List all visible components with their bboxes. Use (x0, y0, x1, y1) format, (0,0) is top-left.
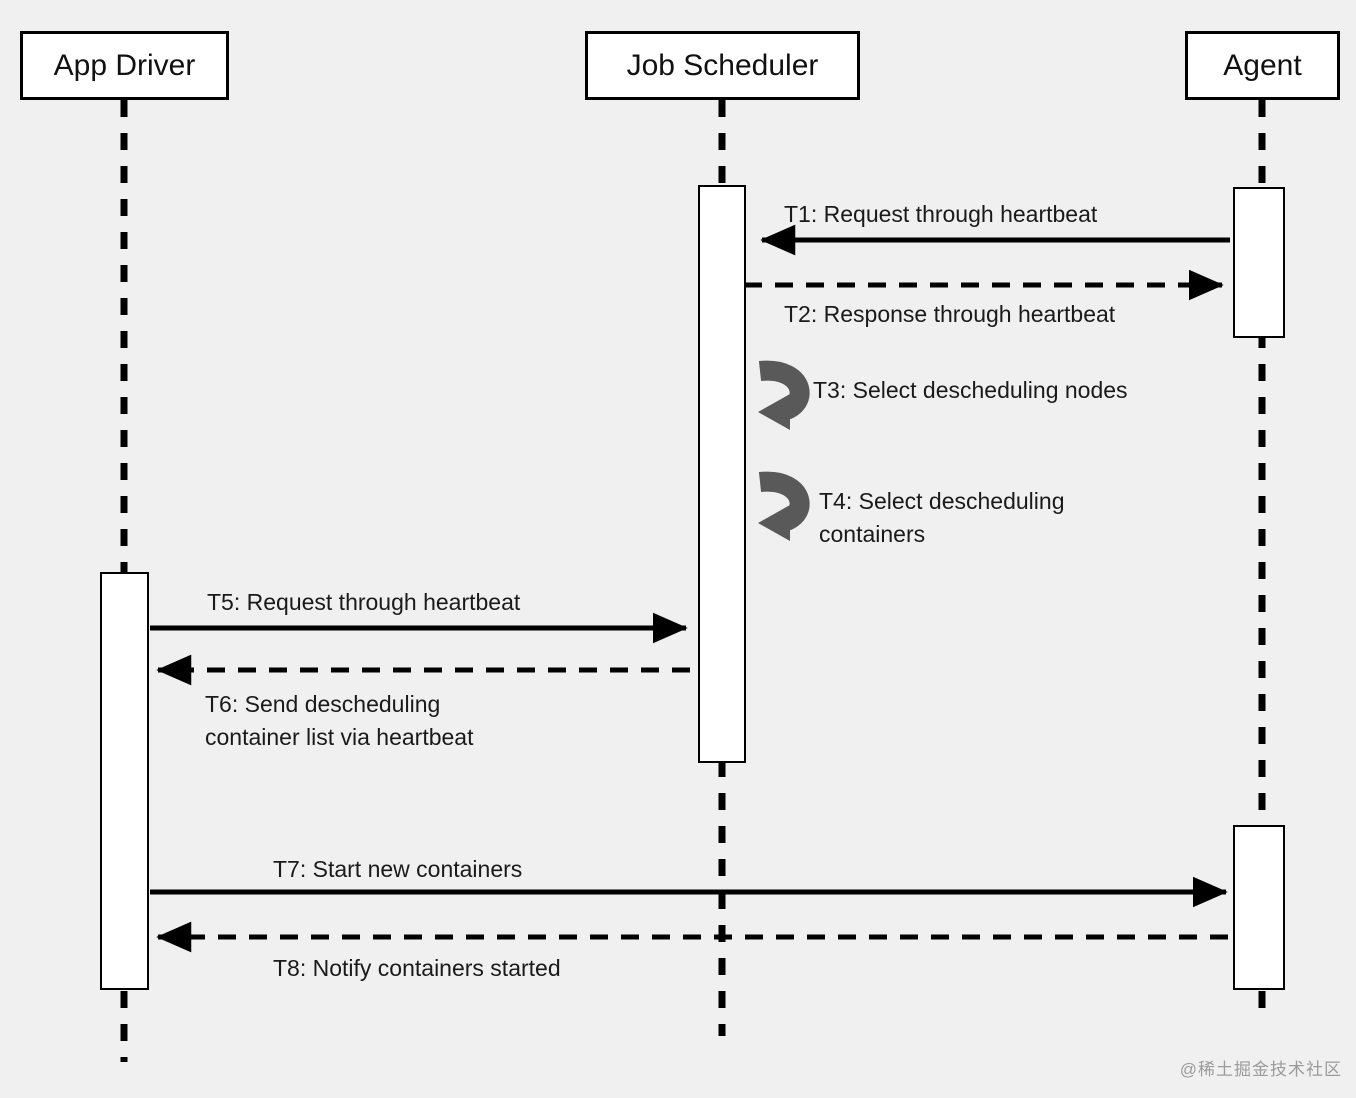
participant-box-agent[interactable]: Agent (1185, 31, 1340, 100)
participant-box-job-scheduler[interactable]: Job Scheduler (585, 31, 860, 100)
message-label-t4: T4: Select descheduling containers (819, 488, 1065, 548)
activation-bar-agent-1 (1233, 187, 1285, 338)
message-self-arrow-t4 (758, 471, 810, 541)
message-label-t2: T2: Response through heartbeat (784, 301, 1116, 327)
message-label-t7: T7: Start new containers (273, 856, 523, 882)
watermark: @稀土掘金技术社区 (1179, 1060, 1342, 1079)
participant-label-agent: Agent (1223, 48, 1302, 82)
message-self-arrow-t3 (758, 360, 810, 430)
message-label-t1: T1: Request through heartbeat (784, 201, 1098, 227)
participant-label-job-scheduler: Job Scheduler (626, 48, 819, 82)
message-label-t6: T6: Send descheduling container list via… (205, 691, 474, 751)
activation-bar-job-scheduler (698, 185, 746, 763)
message-label-t3: T3: Select descheduling nodes (813, 377, 1128, 403)
activation-bar-agent-2 (1233, 825, 1285, 990)
message-label-t5: T5: Request through heartbeat (207, 589, 521, 615)
participant-label-app-driver: App Driver (53, 48, 196, 82)
activation-bar-app-driver (100, 572, 149, 990)
message-label-t8: T8: Notify containers started (273, 955, 561, 981)
participant-box-app-driver[interactable]: App Driver (20, 31, 229, 100)
